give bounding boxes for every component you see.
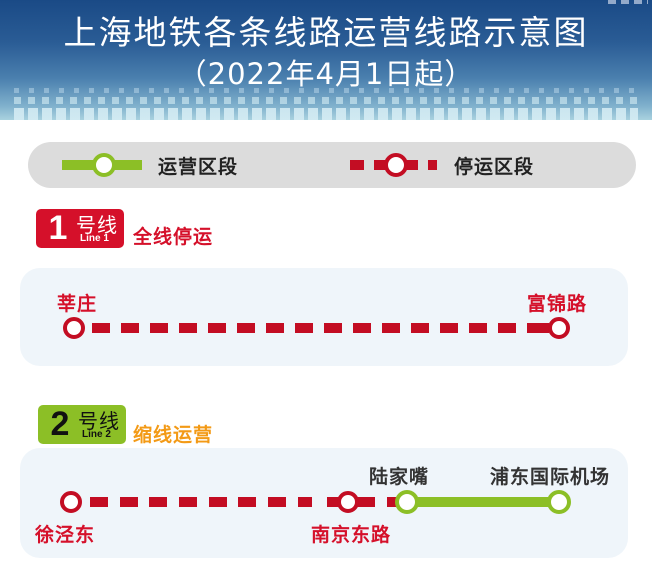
suspended-line-symbol-icon <box>350 153 437 177</box>
station-nanjingdonglu: 南京东路 <box>311 524 392 546</box>
station-fujinlu: 富锦路 <box>527 293 588 315</box>
station-xinzhuang: 莘庄 <box>57 293 98 315</box>
line-1-badge: 1 号线 Line 1 <box>36 209 124 248</box>
header-checker-pattern <box>14 108 638 120</box>
line-name-en: Line 2 <box>82 429 111 440</box>
header-checker-pattern <box>14 97 638 104</box>
legend-suspended: 停运区段 <box>350 142 534 188</box>
line-name-en: Line 1 <box>80 233 109 244</box>
line-2-status: 缩线运营 <box>133 424 214 446</box>
page-subtitle-date: （2022年4月1日起） <box>177 57 475 91</box>
line-1-suspended-segment <box>92 323 549 333</box>
line-2-operating-segment <box>406 497 560 507</box>
station-pudong-airport: 浦东国际机场 <box>490 466 611 488</box>
station-marker-xinzhuang <box>63 317 85 339</box>
station-marker-xujingdong <box>60 491 82 513</box>
line-1-route-panel <box>20 268 628 366</box>
line-name-cn: 号线 <box>76 213 118 237</box>
station-marker-pudong-airport <box>547 490 571 514</box>
legend-operating-label: 运营区段 <box>158 155 239 178</box>
line-1-status: 全线停运 <box>133 226 214 248</box>
line-2-badge: 2 号线 Line 2 <box>38 405 126 444</box>
legend: 运营区段 停运区段 <box>28 142 636 188</box>
header-banner: 上海地铁各条线路运营线路示意图 （2022年4月1日起） <box>0 0 652 120</box>
station-marker-lujiazui <box>395 490 419 514</box>
page-title: 上海地铁各条线路运营线路示意图 <box>63 13 589 52</box>
station-marker-nanjingdonglu <box>337 491 359 513</box>
header-checker-pattern <box>14 88 638 93</box>
station-lujiazui: 陆家嘴 <box>369 466 430 488</box>
station-xujingdong: 徐泾东 <box>35 524 96 546</box>
operating-line-symbol-icon <box>62 153 142 177</box>
line-number: 1 <box>48 209 68 247</box>
line-number: 2 <box>50 405 70 443</box>
line-name-cn: 号线 <box>78 409 120 433</box>
header-decoration <box>608 0 648 4</box>
station-marker-fujinlu <box>548 317 570 339</box>
legend-operating: 运营区段 <box>62 142 238 188</box>
legend-suspended-label: 停运区段 <box>454 155 535 178</box>
